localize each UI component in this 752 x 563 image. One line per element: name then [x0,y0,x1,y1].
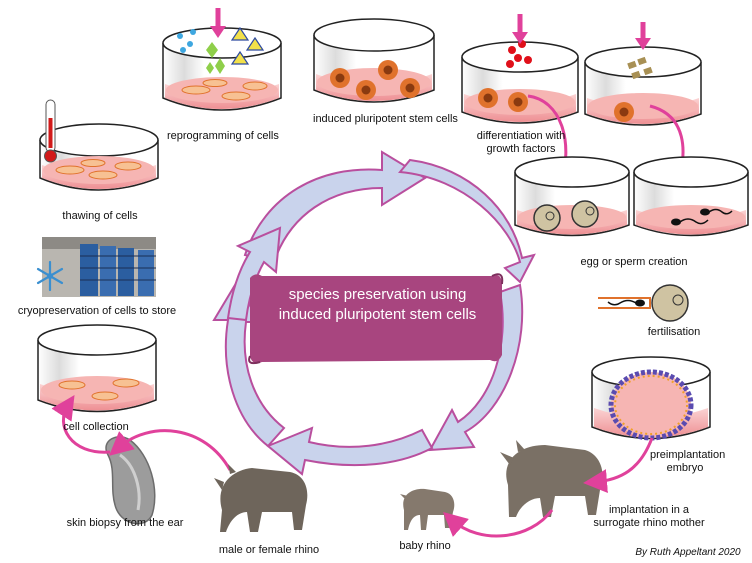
dish-eggs [514,156,630,237]
arrow-ear-to-dish [51,394,111,454]
dish-differentiation-sperm [584,46,702,126]
arrow-embryo-to-mother [583,437,654,494]
label-thawing: thawing of cells [62,210,138,222]
snowflake-icon [36,260,64,292]
fertilisation-illustration [598,284,689,322]
dish-collection [37,324,157,413]
cryo-tank-photo [42,237,156,297]
rhino-icon [214,464,308,532]
ear-icon [105,436,156,525]
dish-embryo [591,356,711,441]
dish-reprogramming [162,26,282,111]
diagram-title: species preservation using induced pluri… [278,286,477,323]
title-banner [248,273,504,365]
label-gametes: egg or sperm creation [580,256,688,268]
factor-arrow-icon [635,22,651,50]
dish-thawing [39,123,159,191]
label-implantation: implantation in a surrogate rhino mother [593,504,705,529]
label-collection: cell collection [63,421,129,433]
label-reprogramming: reprogramming of cells [167,130,279,142]
label-biopsy: skin biopsy from the ear [66,517,184,529]
rhino-icon [400,488,455,530]
arrow-rhino-to-ear [108,429,232,471]
credit: By Ruth Appeltant 2020 [635,547,741,558]
cycle-arrow-top [243,150,427,264]
thermometer-icon [44,99,57,163]
label-fertilisation: fertilisation [647,326,701,338]
cycle-arrows [212,150,536,476]
factor-arrow-icon [512,14,528,44]
rhino-icon [500,440,603,517]
label-cryo: cryopreservation of cells to store [17,305,177,317]
factor-arrow-icon [210,8,226,38]
label-ipsc: induced pluripotent stem cells [313,113,458,125]
cycle-arrow-bottom [266,426,434,476]
cycle-arrow-left-upper [226,226,282,322]
label-embryo: preimplantation embryo [650,449,726,474]
label-adult: male or female rhino [218,544,320,556]
dish-differentiation-egg [461,40,579,124]
dish-ipsc [313,18,435,103]
arrow-mother-to-baby [443,509,554,538]
dish-sperm [633,156,749,237]
label-differentiation: differentiation with growth factors [476,130,566,155]
cycle-arrow-right [398,158,536,284]
label-baby: baby rhino [399,540,451,552]
